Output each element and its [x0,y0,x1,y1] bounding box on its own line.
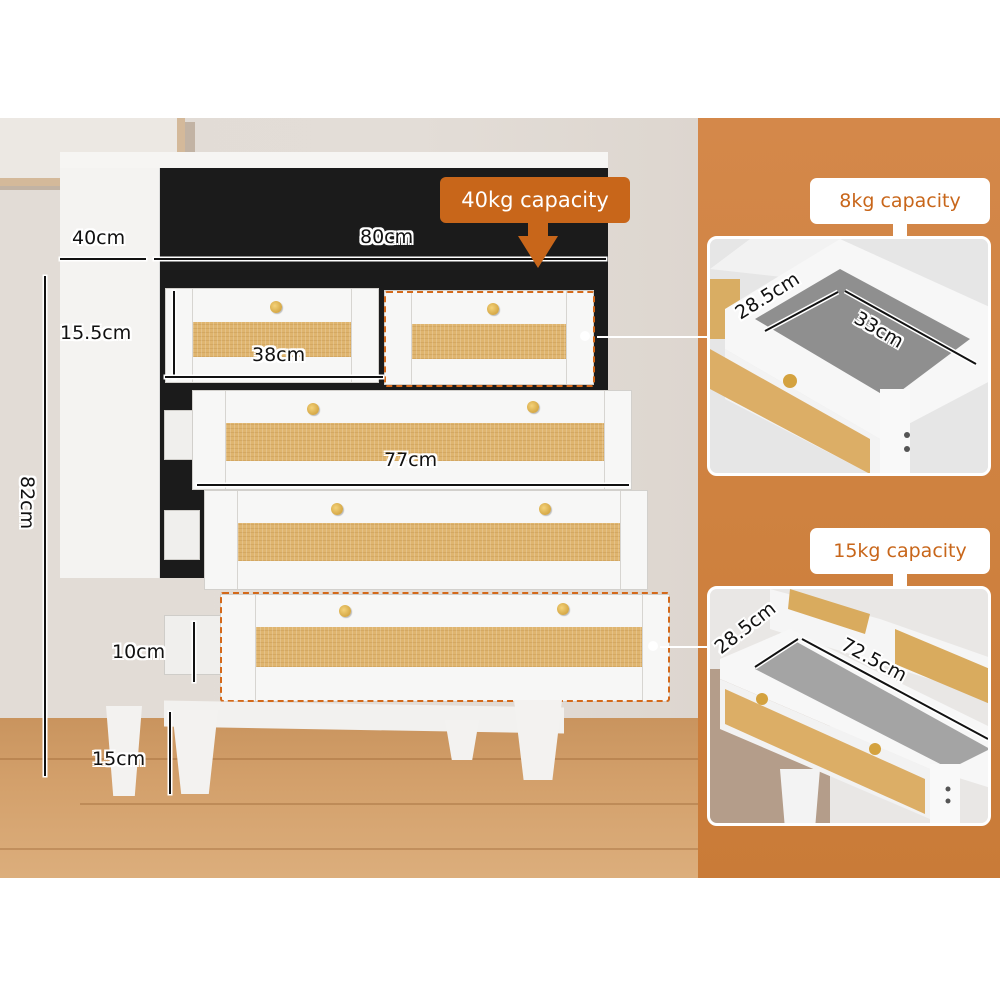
drawer-knob[interactable] [307,403,319,415]
dresser-top [60,152,608,168]
rattan-panel [193,322,351,357]
drawer-knob[interactable] [270,301,282,313]
leg-height-line [169,712,171,794]
drawer-middle-1[interactable] [192,390,632,490]
height-dimension-line [44,276,46,776]
rattan-panel [256,627,642,667]
wooden-floor [0,718,698,878]
drawer-knob[interactable] [487,303,499,315]
depth-dimension-line [60,258,146,260]
drawer-depth-line [193,622,195,682]
small-drawer-open-illustration [710,239,988,473]
main-capacity-label: 40kg capacity [461,188,609,212]
rattan-panel [412,324,566,359]
width-label: 80cm [360,226,414,248]
large-drawer-inset: 28.5cm 72.5cm [707,586,991,826]
depth-label: 40cm [72,227,126,249]
large-drawer-connector [660,646,710,648]
drawer-knob[interactable] [331,503,343,515]
small-drawer-capacity-label: 8kg capacity [839,190,961,212]
leg-height-label: 15cm [92,748,146,770]
rattan-panel [238,523,620,561]
main-capacity-callout: 40kg capacity [440,177,630,223]
top-drawer-width-line [165,376,383,378]
small-drawer-inset: 28.5cm 33cm [707,236,991,476]
drawer-knob[interactable] [527,401,539,413]
small-drawer-capacity-callout: 8kg capacity [810,178,990,224]
top-drawer-width-label: 38cm [252,344,306,366]
drawer-knob[interactable] [557,603,569,615]
height-label: 82cm [16,476,38,530]
connector-dot [648,641,658,651]
rattan-panel [226,423,604,461]
wide-drawer-width-label: 77cm [384,449,438,471]
wide-drawer-width-line [197,484,629,486]
drawer-top-right[interactable] [384,290,594,385]
drawer-side-rail [164,510,200,560]
dresser-leg [172,710,218,794]
width-dimension-line [154,258,606,260]
drawer-knob[interactable] [339,605,351,617]
top-drawer-height-line [173,291,175,379]
large-drawer-open-illustration [710,589,988,823]
drawer-middle-2[interactable] [204,490,648,590]
top-drawer-height-label: 15.5cm [60,322,132,344]
drawer-bottom[interactable] [220,594,670,702]
drawer-knob[interactable] [539,503,551,515]
drawer-depth-label: 10cm [112,641,166,663]
drawer-top-left[interactable] [165,288,379,383]
dresser-side-panel [60,168,160,578]
small-drawer-connector [597,336,709,338]
large-drawer-capacity-callout: 15kg capacity [810,528,990,574]
large-drawer-capacity-label: 15kg capacity [833,540,967,562]
connector-dot [580,331,590,341]
